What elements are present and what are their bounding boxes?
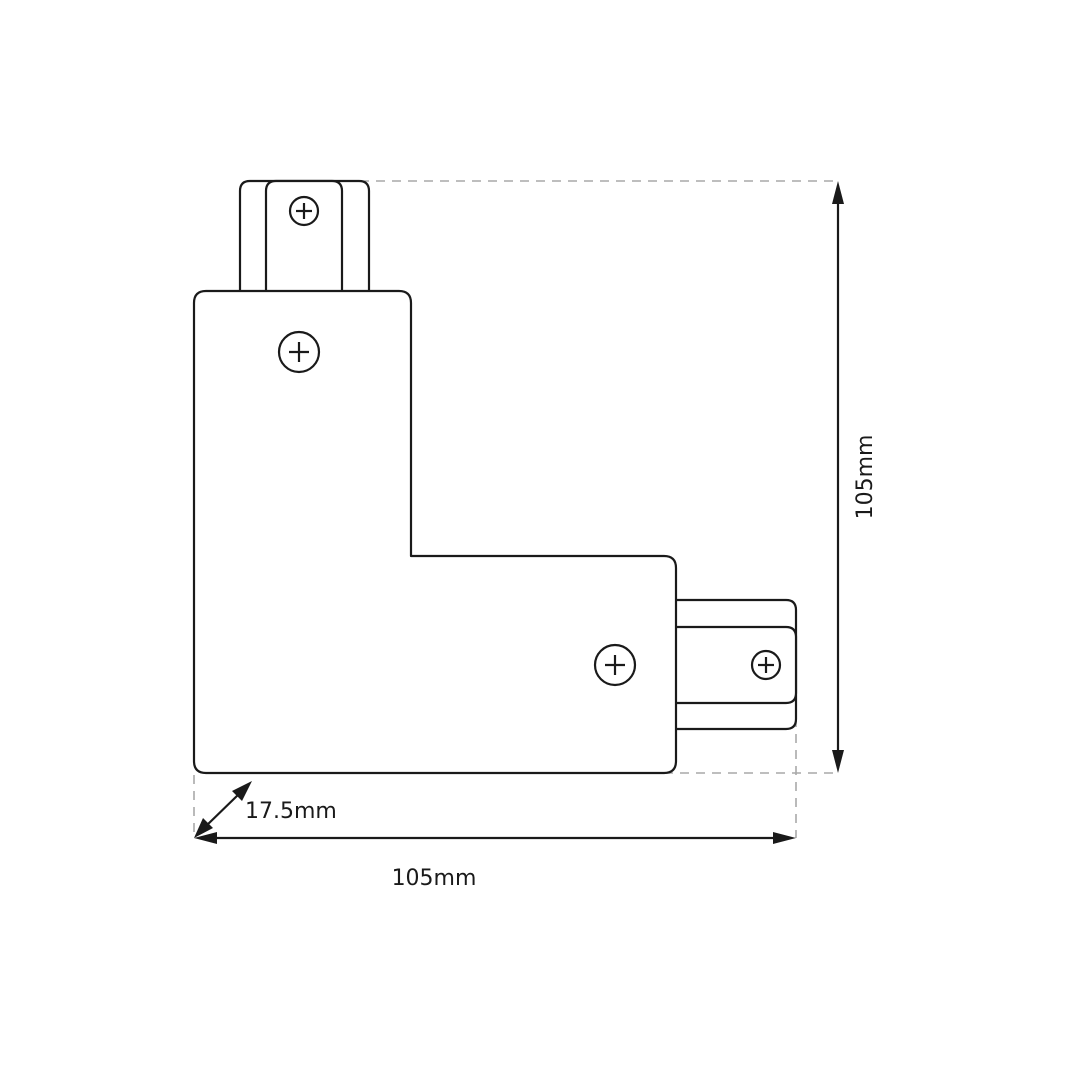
arrow-diagonal-up-icon [232, 781, 252, 801]
screw-body-right [593, 643, 637, 687]
arrow-right-icon [773, 832, 796, 844]
arrow-diagonal-down-icon [194, 818, 213, 838]
top-plug-inner [264, 179, 344, 291]
arrow-up-icon [832, 181, 844, 204]
arrow-down-icon [832, 750, 844, 773]
screw-body-top [277, 330, 321, 374]
width-label: 105mm [392, 866, 477, 891]
top-plug [238, 179, 371, 291]
arrow-left-icon [194, 832, 217, 844]
right-plug [676, 598, 798, 731]
width-dimension: 105mm [194, 832, 796, 891]
depth-dimension: 17.5mm [194, 781, 337, 838]
guide-lines [193, 180, 838, 838]
height-label: 105mm [853, 435, 878, 520]
depth-dimension-line [204, 792, 241, 828]
height-dimension: 105mm [832, 181, 878, 773]
connector-body [192, 289, 678, 775]
screw-top-plug [288, 195, 320, 227]
depth-label: 17.5mm [245, 799, 337, 824]
screw-right-plug [750, 649, 782, 681]
right-plug-inner [676, 625, 798, 705]
